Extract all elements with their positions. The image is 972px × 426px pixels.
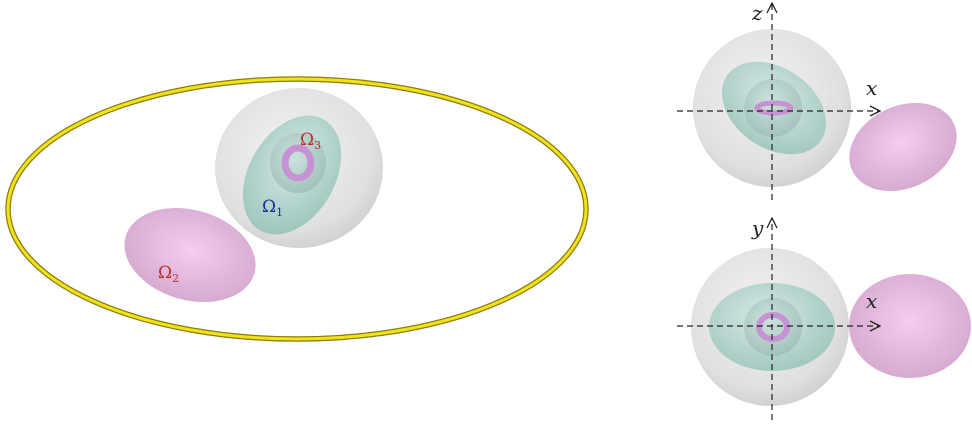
xz-z-label: z xyxy=(751,1,763,25)
omega2-ellipsoid xyxy=(124,207,256,303)
xy-omega3 xyxy=(756,312,790,342)
xy-projection-view: y x xyxy=(677,216,971,420)
xy-omega2 xyxy=(849,274,971,378)
omega3-label: Ω3 xyxy=(300,130,321,152)
omega3-torus xyxy=(281,144,315,182)
main-3d-view: Ω3 Ω1 Ω2 xyxy=(5,76,589,342)
omega2-label: Ω2 xyxy=(158,263,179,285)
xz-projection-view: z x xyxy=(677,1,957,200)
xy-x-label: x xyxy=(866,289,877,313)
inner-sphere xyxy=(270,133,326,193)
xz-omega2 xyxy=(849,102,957,192)
xy-y-label: y xyxy=(751,216,764,240)
omega1-label: Ω1 xyxy=(262,197,283,219)
xz-inner-sphere xyxy=(744,79,802,137)
xy-inner-sphere xyxy=(744,298,802,356)
xz-omega3 xyxy=(754,100,794,116)
outer-ring-highlight xyxy=(6,77,588,341)
xz-x-label: x xyxy=(866,76,877,100)
